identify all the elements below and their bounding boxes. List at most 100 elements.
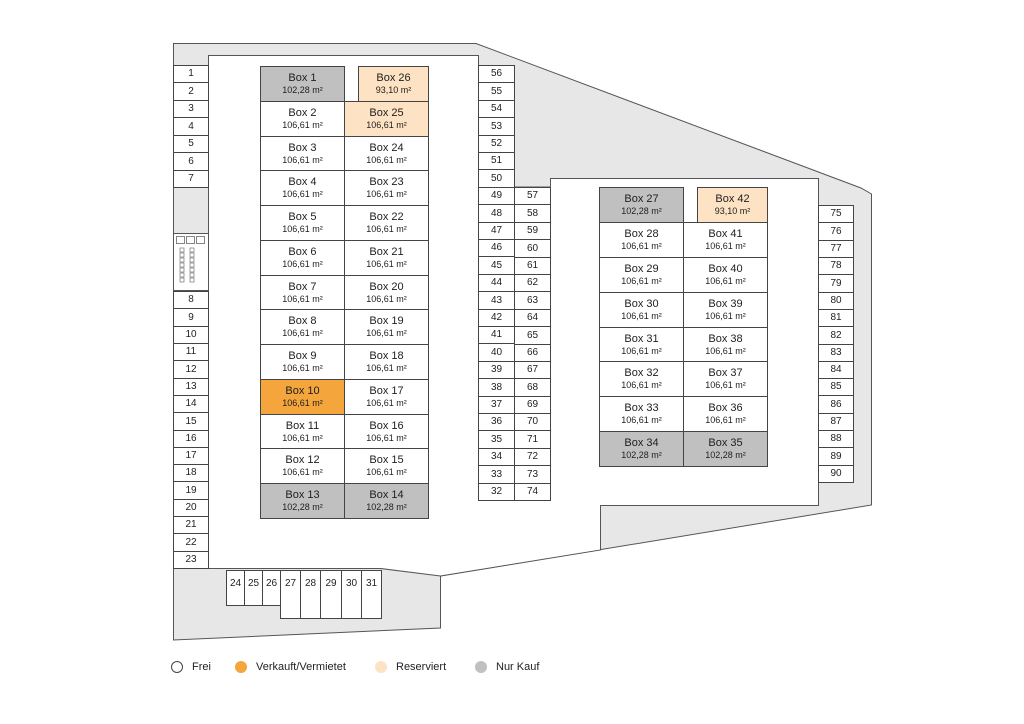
numbered-space[interactable]: 53 <box>478 117 515 136</box>
numbered-space[interactable]: 44 <box>478 274 515 292</box>
numbered-space[interactable]: 88 <box>818 430 854 448</box>
numbered-space[interactable]: 9 <box>173 308 209 327</box>
numbered-space[interactable]: 60 <box>514 239 551 258</box>
numbered-space[interactable]: 20 <box>173 499 209 517</box>
numbered-space[interactable]: 10 <box>173 326 209 344</box>
numbered-space[interactable]: 45 <box>478 256 515 275</box>
numbered-space[interactable]: 4 <box>173 117 209 136</box>
numbered-space[interactable]: 31 <box>361 570 382 619</box>
numbered-space[interactable]: 59 <box>514 222 551 240</box>
numbered-space[interactable]: 2 <box>173 82 209 101</box>
numbered-space[interactable]: 7 <box>173 170 209 188</box>
numbered-space[interactable]: 22 <box>173 533 209 552</box>
numbered-space[interactable]: 68 <box>514 378 551 397</box>
numbered-space[interactable]: 14 <box>173 395 209 413</box>
numbered-space[interactable]: 42 <box>478 309 515 327</box>
numbered-space[interactable]: 1 <box>173 65 209 83</box>
numbered-space[interactable]: 26 <box>262 570 281 606</box>
numbered-space[interactable]: 13 <box>173 378 209 396</box>
numbered-space[interactable]: 38 <box>478 378 515 397</box>
numbered-space[interactable]: 32 <box>478 483 515 501</box>
numbered-space[interactable]: 82 <box>818 326 854 345</box>
numbered-space[interactable]: 16 <box>173 430 209 448</box>
numbered-space[interactable]: 3 <box>173 100 209 118</box>
numbered-space[interactable]: 73 <box>514 465 551 484</box>
numbered-space[interactable]: 15 <box>173 412 209 431</box>
numbered-space[interactable]: 80 <box>818 292 854 310</box>
numbered-space[interactable]: 84 <box>818 361 854 379</box>
numbered-space[interactable]: 48 <box>478 204 515 223</box>
numbered-space[interactable]: 54 <box>478 100 515 118</box>
numbered-space[interactable]: 43 <box>478 291 515 310</box>
numbered-space[interactable]: 5 <box>173 135 209 153</box>
numbered-space[interactable]: 27 <box>280 570 301 619</box>
numbered-space[interactable]: 56 <box>478 65 515 83</box>
numbered-space[interactable]: 83 <box>818 344 854 362</box>
numbered-space[interactable]: 81 <box>818 309 854 327</box>
numbered-space[interactable]: 69 <box>514 396 551 414</box>
numbered-space[interactable]: 61 <box>514 257 551 275</box>
numbered-space[interactable]: 90 <box>818 465 854 483</box>
numbered-space[interactable]: 76 <box>818 222 854 241</box>
numbered-space[interactable]: 25 <box>244 570 263 606</box>
numbered-space[interactable]: 50 <box>478 169 515 188</box>
numbered-space[interactable]: 64 <box>514 309 551 327</box>
numbered-space[interactable]: 39 <box>478 361 515 379</box>
numbered-space[interactable]: 66 <box>514 344 551 362</box>
numbered-space[interactable]: 12 <box>173 360 209 379</box>
numbered-space[interactable]: 37 <box>478 396 515 414</box>
numbered-space[interactable]: 21 <box>173 516 209 534</box>
numbered-space[interactable]: 72 <box>514 448 551 466</box>
numbered-space[interactable]: 55 <box>478 82 515 101</box>
numbered-space[interactable]: 49 <box>478 187 515 205</box>
numbered-space[interactable]: 35 <box>478 430 515 449</box>
numbered-space[interactable]: 63 <box>514 291 551 310</box>
numbered-space[interactable]: 28 <box>300 570 321 619</box>
numbered-space[interactable]: 36 <box>478 413 515 431</box>
numbered-space[interactable]: 6 <box>173 152 209 171</box>
numbered-space[interactable]: 70 <box>514 413 551 431</box>
numbered-space[interactable]: 18 <box>173 464 209 482</box>
numbered-space[interactable]: 85 <box>818 378 854 396</box>
numbered-space[interactable]: 79 <box>818 274 854 293</box>
numbered-space[interactable]: 19 <box>173 481 209 500</box>
numbered-space[interactable]: 74 <box>514 483 551 501</box>
numbered-space[interactable]: 17 <box>173 447 209 465</box>
numbered-space[interactable]: 57 <box>514 187 551 205</box>
numbered-space[interactable]: 62 <box>514 274 551 292</box>
numbered-space[interactable]: 87 <box>818 413 854 431</box>
numbered-space[interactable]: 34 <box>478 448 515 466</box>
numbered-space[interactable]: 67 <box>514 361 551 379</box>
numbered-space[interactable]: 8 <box>173 291 209 309</box>
numbered-space[interactable]: 51 <box>478 152 515 170</box>
